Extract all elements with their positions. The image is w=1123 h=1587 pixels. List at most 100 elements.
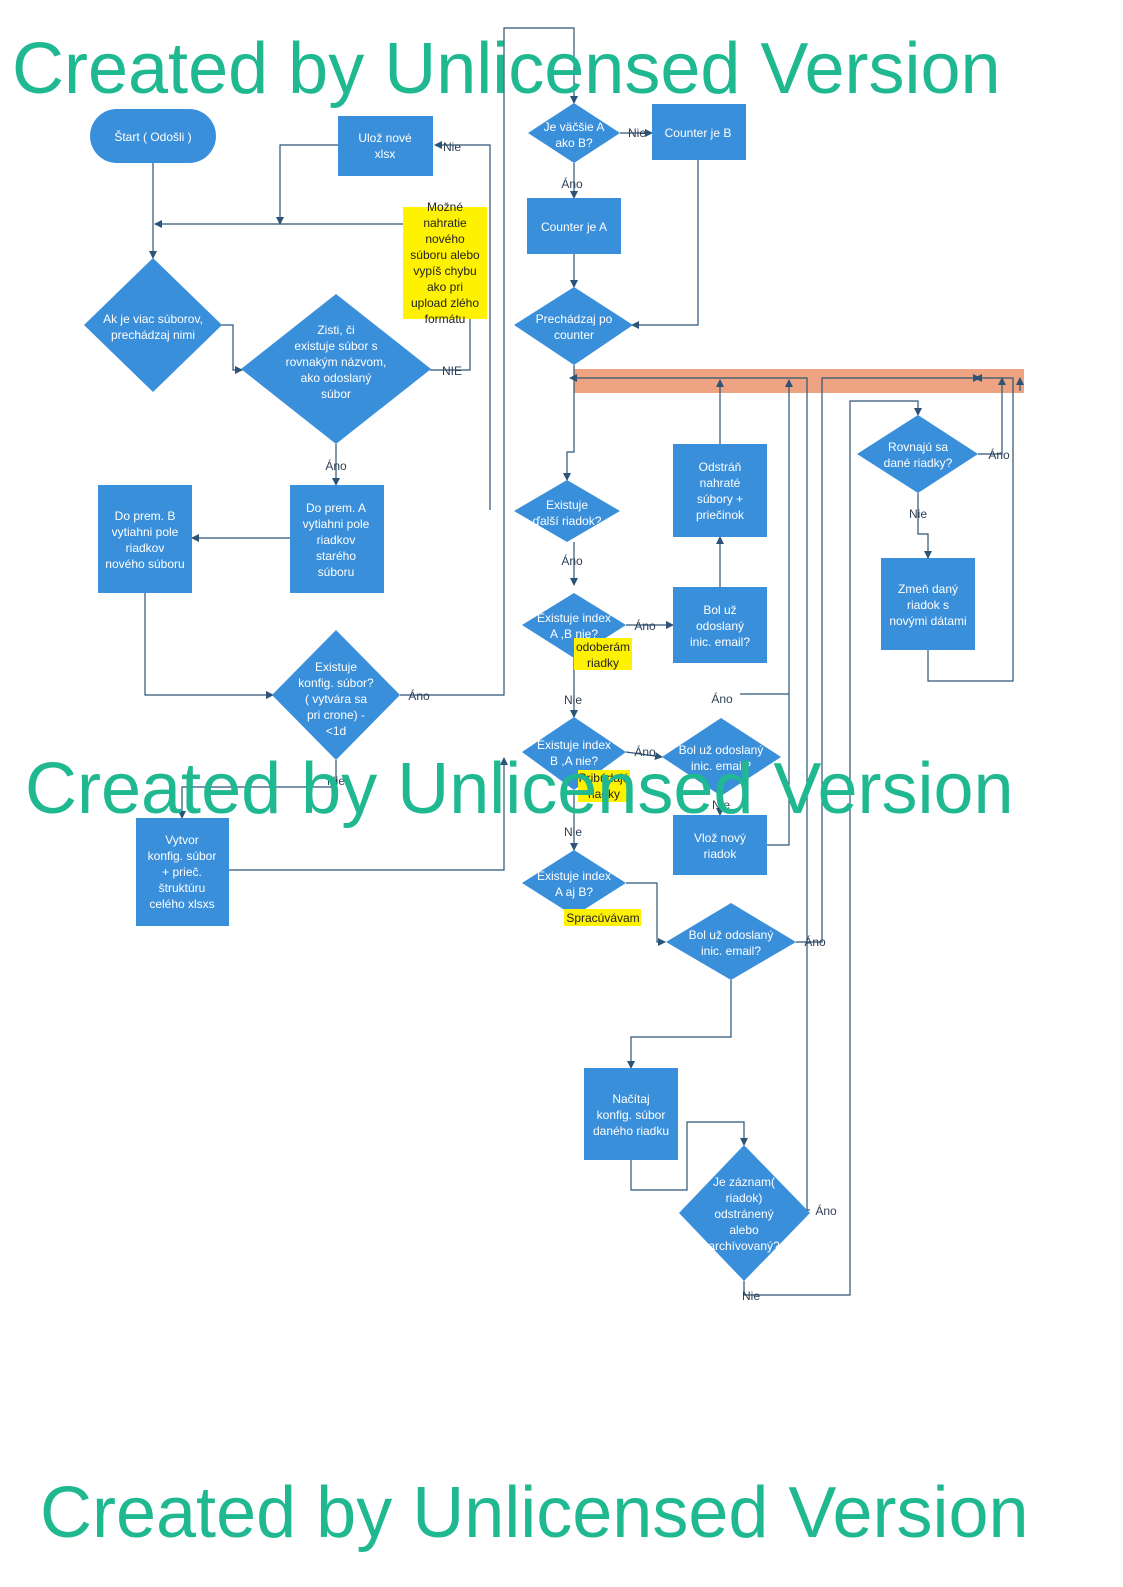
rows-equal-decision <box>857 415 978 493</box>
edge-labels: NieNIEÁnoÁnoNieNieÁnoÁnoÁnoNieÁnoNieÁnoN… <box>325 126 1010 1303</box>
load-config-box <box>584 1068 678 1160</box>
edge-label-ano-rows: Áno <box>988 447 1010 462</box>
watermark-middle: Created by Unlicensed Version <box>25 749 1014 829</box>
edge-counterb-down <box>631 160 699 329</box>
edge-label-ano-ab: Áno <box>561 176 583 191</box>
removing-note-bg <box>574 638 632 670</box>
var-a-box <box>290 485 384 593</box>
edge-change-back <box>927 374 1014 682</box>
change-row-box <box>881 558 975 650</box>
remove-uploaded-box <box>673 444 767 537</box>
start-terminal <box>90 109 216 163</box>
node-label-more-files: Ak je viac súborov,prechádzaj nimi <box>103 312 203 342</box>
edge-email3-ano <box>796 374 981 943</box>
edge-label-ano-email1: Áno <box>711 691 733 706</box>
edge-save-back <box>276 144 338 225</box>
email-sent-3-decision <box>666 903 796 980</box>
index-b-not-a-decision <box>522 717 626 790</box>
edge-label-ano-next: Áno <box>561 553 583 568</box>
edge-iterate-down <box>563 365 575 481</box>
node-label-counter-b: Counter je B <box>665 126 732 140</box>
edge-create-to-main <box>228 757 508 871</box>
edge-config-ano <box>400 27 578 696</box>
watermark-top: Created by Unlicensed Version <box>12 29 1001 109</box>
more-files-decision <box>84 258 222 392</box>
edge-label-ano-idx1: Áno <box>634 618 656 633</box>
counter-b-box <box>652 104 746 160</box>
edge-label-nie-rows: Nie <box>909 507 927 521</box>
edge-more-to-same <box>220 324 243 374</box>
record-removed-decision <box>679 1145 810 1281</box>
highlight-bar <box>574 369 1024 393</box>
edge-label-ano-email3: Áno <box>804 934 826 949</box>
edge-label-ano-removed: Áno <box>815 1203 837 1218</box>
edge-rows-ano <box>978 377 1006 455</box>
edge-b-to-config <box>144 593 274 699</box>
edge-insert-up <box>767 379 793 846</box>
edge-rows-nie <box>917 493 932 559</box>
config-exists-decision <box>272 630 400 760</box>
edge-label-nie-save: Nie <box>443 140 461 154</box>
edge-label-nie-idx1: Nie <box>564 693 582 707</box>
edge-idx3-right <box>626 882 666 946</box>
edge-label-ano-idx2: Áno <box>634 744 656 759</box>
edge-label-nie-ab: Nie <box>628 126 646 140</box>
edge-record-ano <box>569 374 810 1211</box>
node-label-start: Štart ( Odošli ) <box>114 129 191 144</box>
index-a-not-b-decision <box>522 593 626 658</box>
edge-idx2-ano <box>625 751 663 760</box>
edge-config-nie <box>178 760 337 819</box>
edge-email3-down <box>627 980 732 1069</box>
edge-load-to-record <box>630 1121 748 1191</box>
edge-label-nie-idx2: Nie <box>564 825 582 839</box>
counter-a-box <box>527 198 621 254</box>
email-sent-2-decision <box>662 718 781 796</box>
watermark-bottom: Created by Unlicensed Version <box>40 1473 1029 1553</box>
upload-note-bg <box>403 207 487 319</box>
node-label-counter-a: Counter je A <box>541 220 607 234</box>
insert-row-box <box>673 815 767 875</box>
edge-label-nie-upper: NIE <box>442 364 462 378</box>
same-name-decision <box>241 294 431 444</box>
a-bigger-b-decision <box>528 103 620 163</box>
note-label-processing: Spracúvávam <box>566 911 639 925</box>
edge-record-nie <box>743 400 922 1296</box>
next-row-decision <box>514 480 620 542</box>
save-new-xlsx-box <box>338 116 433 176</box>
processing-note-bg <box>564 909 641 926</box>
edge-label-nie-removed: Nie <box>742 1289 760 1303</box>
index-a-and-b-decision <box>522 850 626 916</box>
edge-save-nie <box>434 141 491 510</box>
edge-label-nie-config: Nie <box>327 774 345 788</box>
adding-note-bg <box>578 770 630 802</box>
edge-label-ano-same: Áno <box>325 458 347 473</box>
var-b-box <box>98 485 192 593</box>
